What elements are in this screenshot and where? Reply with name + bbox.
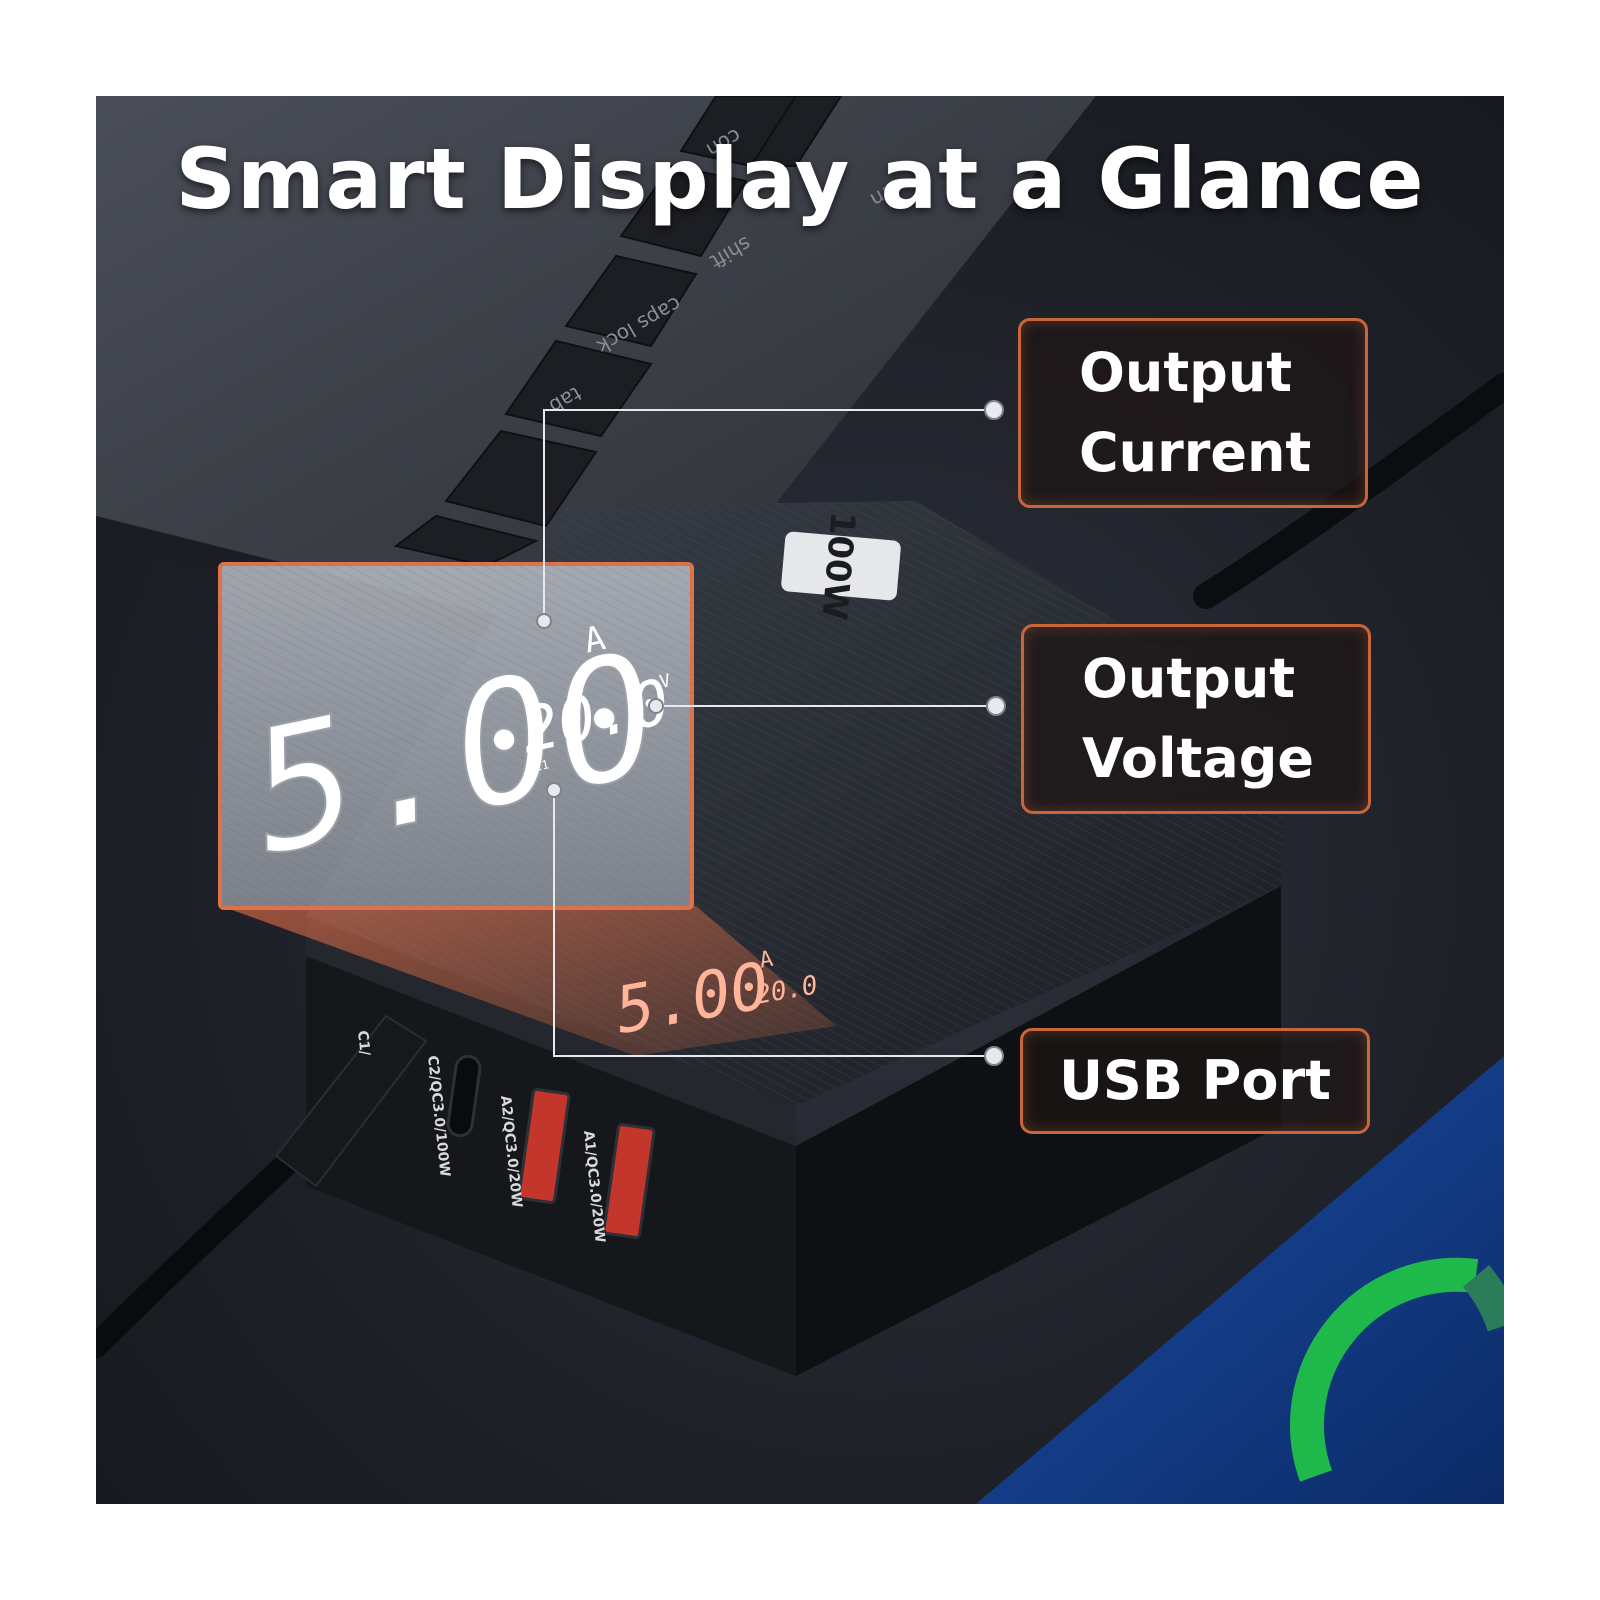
badge-text: 100W [813,510,862,622]
leader-current [543,409,994,621]
cable-port-label: C1/ [354,1030,373,1058]
callout-usb-port: USB Port [1020,1028,1370,1134]
usb-ports [446,1054,656,1239]
callout-output-voltage-line-2: Voltage [1082,727,1314,790]
callout-output-voltage: Output Voltage [1021,624,1371,814]
phone-charging-ring [1290,1257,1479,1482]
callout-output-current-line-1: Output [1079,341,1293,404]
callout-output-voltage-line-1: Output [1082,647,1296,710]
leader-port [553,790,994,1057]
port-a2 [517,1088,571,1204]
cable-plug [274,1014,428,1188]
callout-usb-port-label: USB Port [1059,1049,1331,1112]
power-badge: 100W [781,510,901,622]
svg-text:A: A [758,947,775,974]
phone-body [976,1056,1504,1504]
leader-dots [536,400,1006,1066]
callout-output-current: Output Current [1018,318,1368,508]
headline: Smart Display at a Glance [175,130,1425,228]
port-c2 [446,1054,482,1138]
product-photo-scene: con shift caps lock tab fn 100W C2/QC3.0… [96,96,1504,1504]
zoom-beam [221,906,836,1056]
zoom-voltage-unit: V [658,670,673,693]
callout-output-current-line-2: Current [1079,421,1312,484]
leader-lines [543,409,996,1057]
scene-illustration: con shift caps lock tab fn 100W C2/QC3.0… [96,96,1504,1504]
zoom-port-tag: C1 [533,757,550,774]
laptop-keyboard [393,96,843,568]
port-a1 [602,1123,656,1239]
